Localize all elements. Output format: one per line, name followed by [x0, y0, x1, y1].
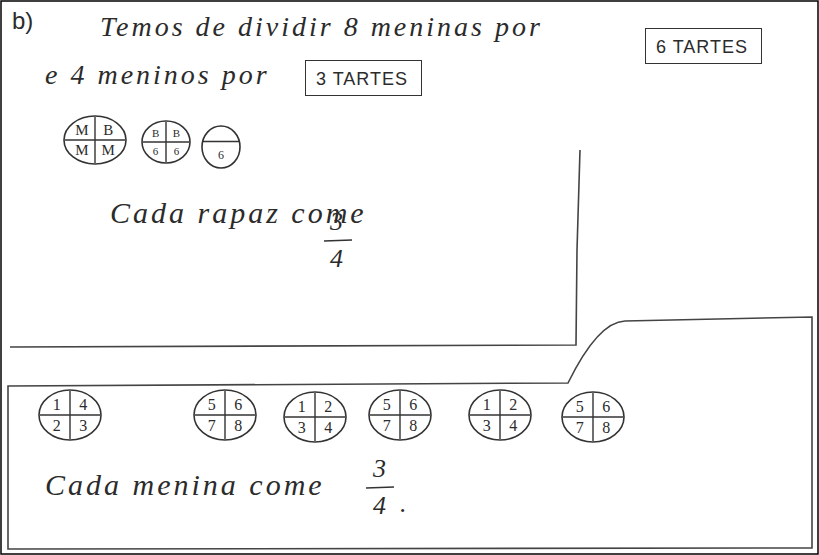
quadrant-label: 6: [174, 146, 180, 157]
quadrant-label: 3: [79, 418, 87, 434]
pie-outline: [467, 388, 533, 442]
quadrant-label: 8: [234, 418, 242, 434]
fraction-numerator: 3: [330, 208, 343, 237]
quadrant-label: 7: [576, 420, 584, 436]
period-mark: .: [400, 490, 407, 519]
pie-circle: 5 6 7 8: [192, 388, 258, 442]
handwritten-text: Temos de dividir 8 meninas por: [100, 12, 543, 43]
quadrant-label: 1: [53, 397, 61, 413]
handwritten-text: Cada rapaz come: [110, 196, 367, 229]
fraction-bar: [366, 487, 394, 488]
pie-outline: [282, 390, 348, 444]
pie-outline: [140, 119, 192, 165]
quadrant-label: 8: [602, 420, 610, 436]
pie-circle: B B 6 6: [140, 119, 192, 165]
quadrant-label: 6: [153, 146, 159, 157]
quadrant-label: 3: [483, 418, 491, 434]
quadrant-label: M: [75, 123, 88, 138]
quadrant-label: 6: [218, 149, 224, 161]
handwritten-text: Cada menina come: [45, 468, 325, 501]
quadrant-label: 5: [576, 399, 584, 415]
quadrant-label: 3: [298, 420, 306, 436]
quadrant-label: 5: [383, 397, 391, 413]
pie-circle: 6: [200, 124, 242, 170]
quadrant-label: 2: [53, 418, 61, 434]
boxed-quantity: 6 TARTES: [645, 28, 762, 64]
quadrant-label: M: [102, 143, 115, 158]
box-text: 6 TARTES: [656, 38, 751, 56]
fraction-bar: [324, 240, 352, 241]
quadrant-label: B: [152, 128, 159, 139]
quadrant-label: B: [103, 123, 113, 138]
pie-circle: 1 2 3 4: [467, 388, 533, 442]
quadrant-label: 1: [483, 397, 491, 413]
pie-outline: [192, 388, 258, 442]
quadrant-label: 4: [324, 420, 332, 436]
handwritten-text: e 4 meninos por: [45, 60, 270, 91]
quadrant-label: 8: [409, 418, 417, 434]
quadrant-label: 1: [298, 399, 306, 415]
quadrant-label: 6: [409, 397, 417, 413]
quadrant-label: 7: [383, 418, 391, 434]
quadrant-label: 5: [208, 397, 216, 413]
quadrant-label: B: [173, 128, 180, 139]
pie-outline: [62, 114, 128, 166]
quadrant-label: 6: [234, 397, 242, 413]
part-label: b): [12, 8, 33, 34]
region-outline: [8, 317, 812, 549]
quadrant-label: 4: [509, 418, 517, 434]
boxed-quantity: 3 TARTES: [305, 60, 422, 96]
quadrant-label: 7: [208, 418, 216, 434]
pie-outline: [367, 388, 433, 442]
fraction-numerator: 3: [373, 455, 386, 484]
fraction-denominator: 4: [373, 492, 386, 521]
pie-circle: 5 6 7 8: [560, 390, 626, 444]
quadrant-label: 2: [509, 397, 517, 413]
pie-circle: 5 6 7 8: [367, 388, 433, 442]
fraction-denominator: 4: [330, 245, 343, 274]
pie-outline: [200, 124, 242, 170]
quadrant-label: 4: [79, 397, 87, 413]
pie-circle: 1 2 3 4: [282, 390, 348, 444]
quadrant-label: M: [75, 143, 88, 158]
pie-circle: 1 4 2 3: [37, 388, 103, 442]
quadrant-label: 6: [602, 399, 610, 415]
quadrant-label: 2: [324, 399, 332, 415]
box-text: 3 TARTES: [316, 70, 411, 88]
pie-outline: [37, 388, 103, 442]
region-outline: [10, 150, 580, 347]
pie-circle: MBMM: [62, 114, 128, 166]
pie-outline: [560, 390, 626, 444]
